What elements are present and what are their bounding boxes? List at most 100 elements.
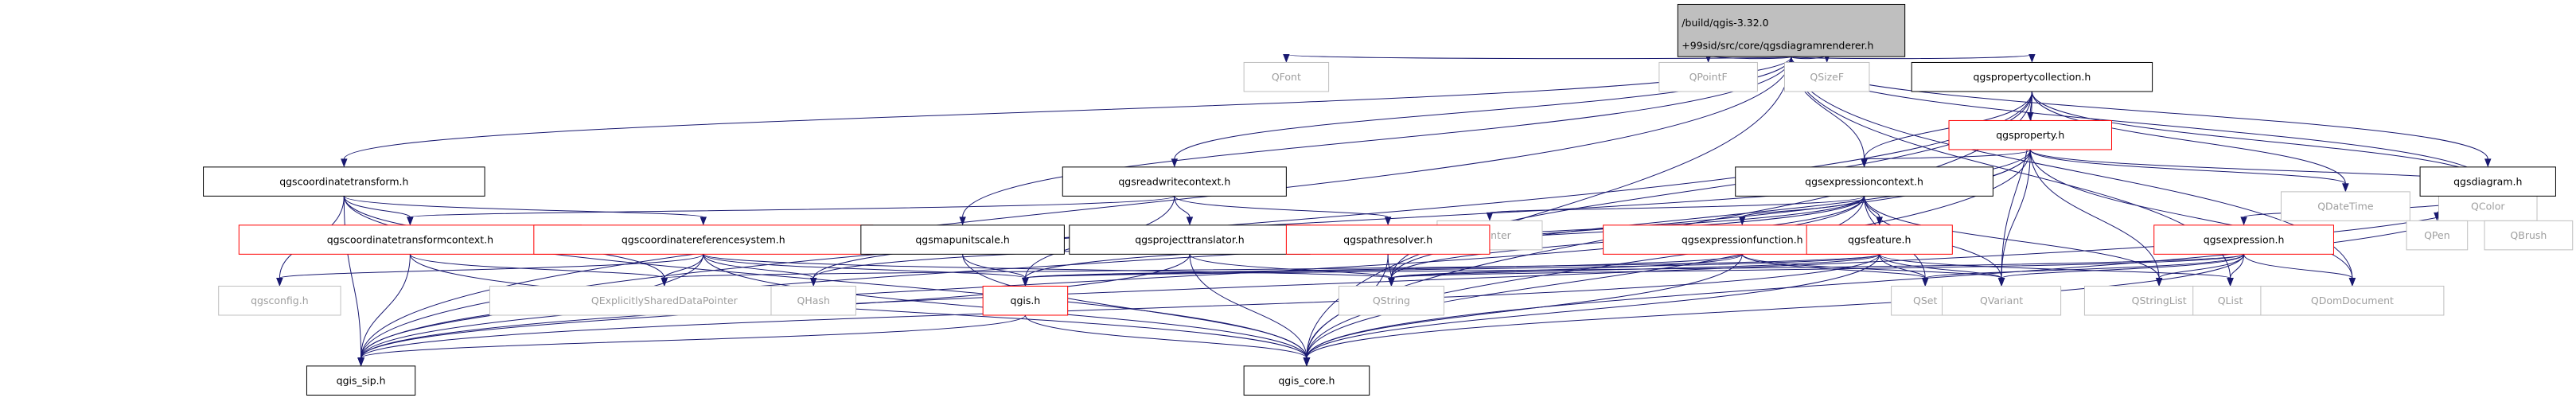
node-qbrush[interactable]: QBrush: [2484, 220, 2574, 251]
node-qvariant[interactable]: QVariant: [1942, 285, 2062, 316]
edge-qgsexpression-to-qvariant: [1997, 253, 2245, 287]
node-qgis-sip[interactable]: qgis_sip.h: [306, 365, 416, 396]
node-qstring[interactable]: QString: [1338, 285, 1444, 316]
edge-qgsexpression-to-qdomdocument: [2243, 254, 2356, 287]
node-label: qgis.h: [1011, 295, 1041, 306]
node-qgsexpression[interactable]: qgsexpression.h: [2153, 224, 2334, 255]
node-label: QExplicitlySharedDataPointer: [591, 295, 739, 306]
node-qsizef[interactable]: QSizeF: [1783, 61, 1870, 92]
node-label: qgscoordinatetransformcontext.h: [327, 234, 493, 246]
node-box: [238, 224, 582, 255]
node-label: QString: [1373, 295, 1410, 306]
edge-qgsexpression-to-qlist: [2227, 254, 2245, 287]
node-label: qgsproperty.h: [1996, 129, 2064, 141]
node-qgsreadwritecontext[interactable]: qgsreadwritecontext.h: [1062, 166, 1287, 197]
node-label: QDateTime: [2317, 201, 2374, 213]
node-label: qgspropertycollection.h: [1974, 71, 2091, 83]
node-label: QBrush: [2510, 229, 2547, 241]
node-box: [1783, 61, 1870, 92]
edge-qgis-to-qgis-sip: [357, 314, 1026, 367]
node-label: qgscoordinatetransform.h: [279, 176, 408, 188]
node-qgsexpressioncontext[interactable]: qgsexpressioncontext.h: [1735, 166, 1993, 197]
node-label: QVariant: [1980, 295, 2023, 306]
node-box: [982, 285, 1069, 316]
node-qgsfeature[interactable]: qgsfeature.h: [1806, 224, 1953, 255]
edge-qgscoordinatereferencesystem-to-qgis: [703, 253, 1029, 287]
node-label: qgsexpressioncontext.h: [1805, 176, 1923, 188]
node-box: [1285, 224, 1491, 255]
node-label: qgsexpressionfunction.h: [1682, 234, 1803, 246]
node-qcolor[interactable]: QColor: [2438, 191, 2538, 221]
node-qfont[interactable]: QFont: [1243, 61, 1330, 92]
edge-qgsreadwritecontext-to-qgsprojecttranslator: [1174, 196, 1194, 226]
node-qdatetime[interactable]: QDateTime: [2280, 191, 2410, 221]
node-label: qgsfeature.h: [1848, 234, 1911, 246]
graph-nodes: /build/qgis-3.32.0+99sid/src/core/qgsdia…: [203, 3, 2574, 396]
node-box: [1243, 365, 1370, 396]
node-qhash[interactable]: QHash: [770, 285, 856, 316]
node-qgsconfig[interactable]: qgsconfig.h: [218, 285, 341, 316]
node-label: qgsreadwritecontext.h: [1118, 176, 1230, 188]
node-label: qgis_sip.h: [337, 375, 386, 387]
node-qgis[interactable]: qgis.h: [982, 285, 1069, 316]
edge-qgscoordinatetransform-to-qgscoordinatereferencesystem: [343, 195, 707, 226]
edge-root-to-qgscoordinatetransform: [341, 57, 1792, 168]
node-qpointf[interactable]: QPointF: [1658, 61, 1758, 92]
node-qgscoordinatereferencesystem[interactable]: qgscoordinatereferencesystem.h: [533, 224, 874, 255]
node-qpen[interactable]: QPen: [2406, 220, 2469, 251]
node-box: [1069, 224, 1311, 255]
node-qgscoordinatetransform[interactable]: qgscoordinatetransform.h: [203, 166, 485, 197]
node-qgis-core[interactable]: qgis_core.h: [1243, 365, 1370, 396]
node-label: QList: [2218, 295, 2243, 306]
node-label: +99sid/src/core/qgsdiagramrenderer.h: [1682, 39, 1873, 51]
edge-qgsexpression-to-qgis: [1022, 253, 2245, 287]
edge-root-to-qgis-core: [1303, 57, 1792, 367]
node-box: [1062, 166, 1287, 197]
edge-qgsfeature-to-qexplicitlyshareddatapointer: [661, 253, 1880, 287]
edge-qgis-to-qgis-core: [1024, 314, 1311, 367]
node-label: qgspathresolver.h: [1343, 234, 1432, 246]
node-label: QSet: [1913, 295, 1937, 306]
edge-qgsexpression-to-qstring: [1388, 253, 2245, 287]
edge-qgsproperty-to-qdatetime: [2029, 149, 2349, 193]
edge-qgscoordinatereferencesystem-to-qhash: [703, 254, 817, 287]
node-qgsprojecttranslator[interactable]: qgsprojecttranslator.h: [1069, 224, 1311, 255]
node-qgspropertycollection[interactable]: qgspropertycollection.h: [1911, 61, 2153, 92]
node-qdomdocument[interactable]: QDomDocument: [2260, 285, 2445, 316]
node-box: [1806, 224, 1953, 255]
node-box: [306, 365, 416, 396]
node-box: [1942, 285, 2062, 316]
node-box: [2406, 220, 2469, 251]
node-qgspathresolver[interactable]: qgspathresolver.h: [1285, 224, 1491, 255]
node-box: [2280, 191, 2410, 221]
edge-qgsproperty-to-qgsexpressioncontext: [1861, 149, 2031, 168]
node-box: [1735, 166, 1993, 197]
edge-qgscoordinatereferencesystem-to-qgsconfig: [276, 253, 704, 287]
node-qgsproperty[interactable]: qgsproperty.h: [1948, 119, 2112, 150]
node-box: [1677, 3, 1906, 57]
node-qlist[interactable]: QList: [2192, 285, 2268, 316]
node-box: [1658, 61, 1758, 92]
node-label: QPointF: [1689, 71, 1728, 83]
edge-qgscoordinatereferencesystem-to-qstring: [703, 253, 1395, 287]
edge-qgsexpressioncontext-to-qpointer: [1486, 195, 1865, 221]
edge-root-to-qgspropertycollection: [1791, 53, 2036, 63]
node-box: [218, 285, 341, 316]
node-qgsmapunitscale[interactable]: qgsmapunitscale.h: [860, 224, 1065, 255]
node-root[interactable]: /build/qgis-3.32.0+99sid/src/core/qgsdia…: [1677, 3, 1906, 57]
node-label: QFont: [1272, 71, 1301, 83]
edge-qgsreadwritecontext-to-qgscoordinatetransformcontext: [407, 195, 1175, 226]
node-box: [2260, 285, 2445, 316]
node-label: qgsmapunitscale.h: [915, 234, 1009, 246]
node-label: qgsexpression.h: [2204, 234, 2285, 246]
node-box: [1243, 61, 1330, 92]
node-qgsdiagram[interactable]: qgsdiagram.h: [2419, 166, 2556, 197]
node-label: QStringList: [2132, 295, 2187, 306]
node-qgscoordinatetransformcontext[interactable]: qgscoordinatetransformcontext.h: [238, 224, 582, 255]
edge-qgsproperty-to-qvariant: [1997, 149, 2031, 287]
node-label: QDomDocument: [2311, 295, 2394, 306]
node-box: [770, 285, 856, 316]
node-label: QColor: [2471, 201, 2505, 213]
edge-root-to-qfont: [1283, 53, 1792, 63]
